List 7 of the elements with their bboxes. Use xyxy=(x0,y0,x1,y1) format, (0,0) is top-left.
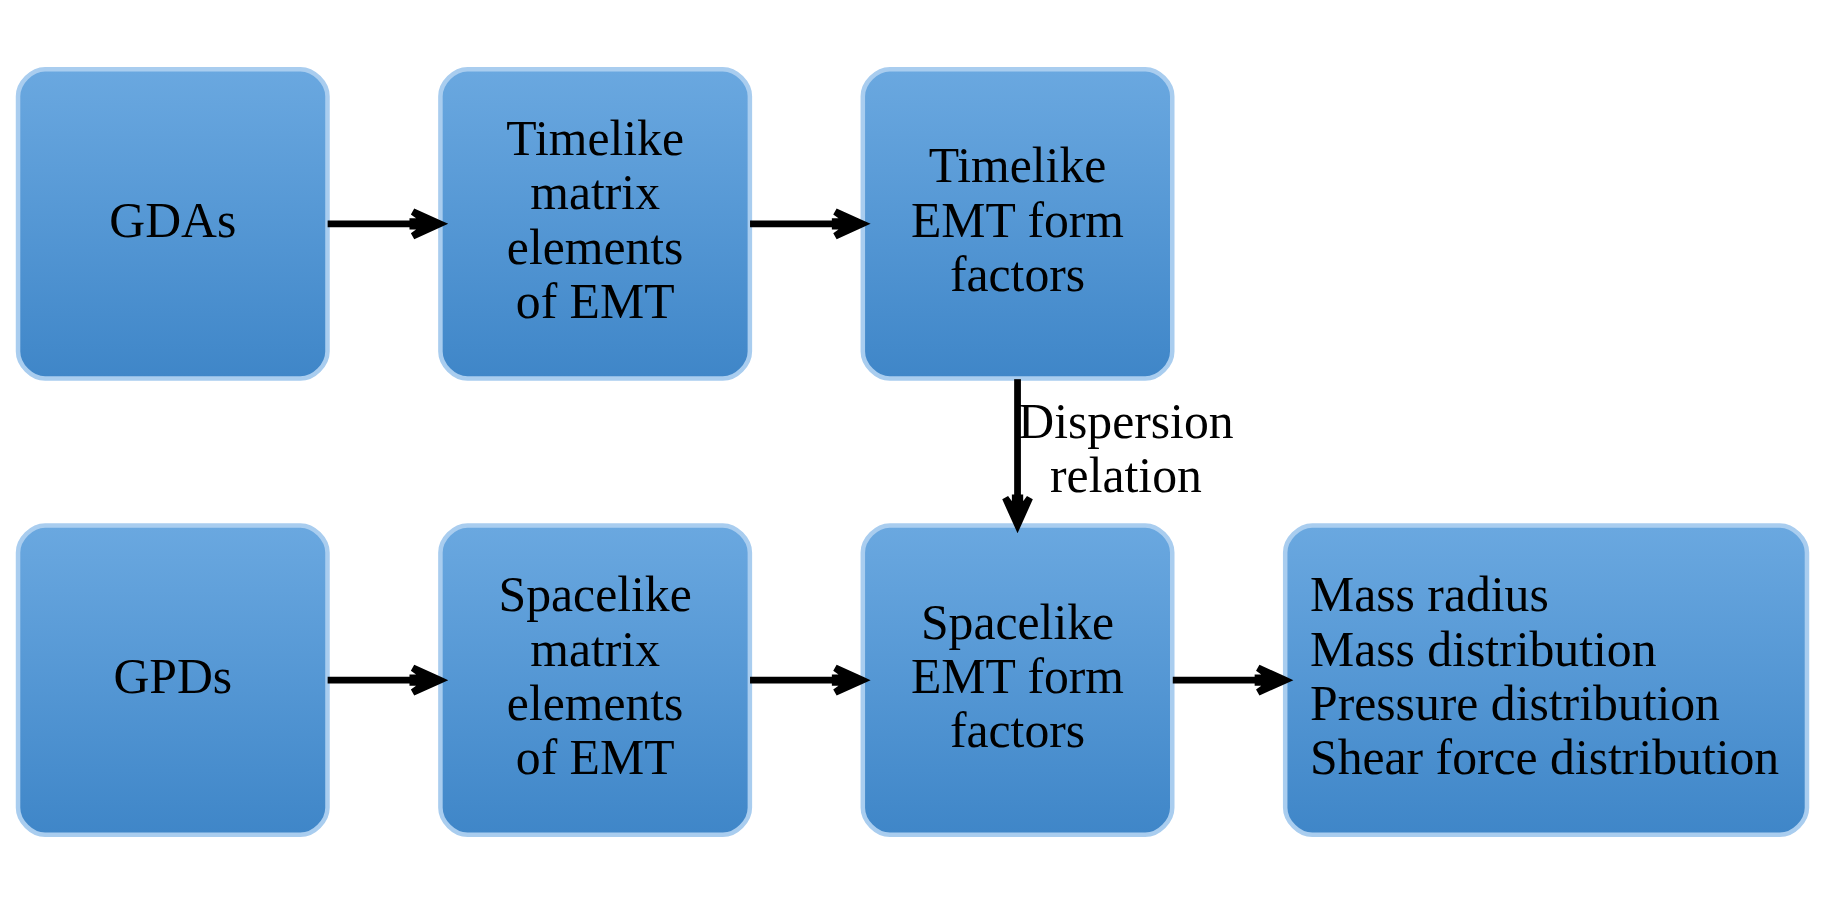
node-box: Timelike matrix elements of EMT xyxy=(437,66,752,381)
node-box: Spacelike matrix elements of EMT xyxy=(437,523,752,838)
node-box: GDAs xyxy=(15,66,330,381)
node-box: Timelike EMT form factors xyxy=(860,66,1174,381)
node-box: GPDs xyxy=(15,523,330,838)
node-box: Mass radius Mass distribution Pressure distribution Shear force distribution xyxy=(1282,523,1809,838)
node-box: Spacelike EMT form factors xyxy=(860,523,1174,838)
